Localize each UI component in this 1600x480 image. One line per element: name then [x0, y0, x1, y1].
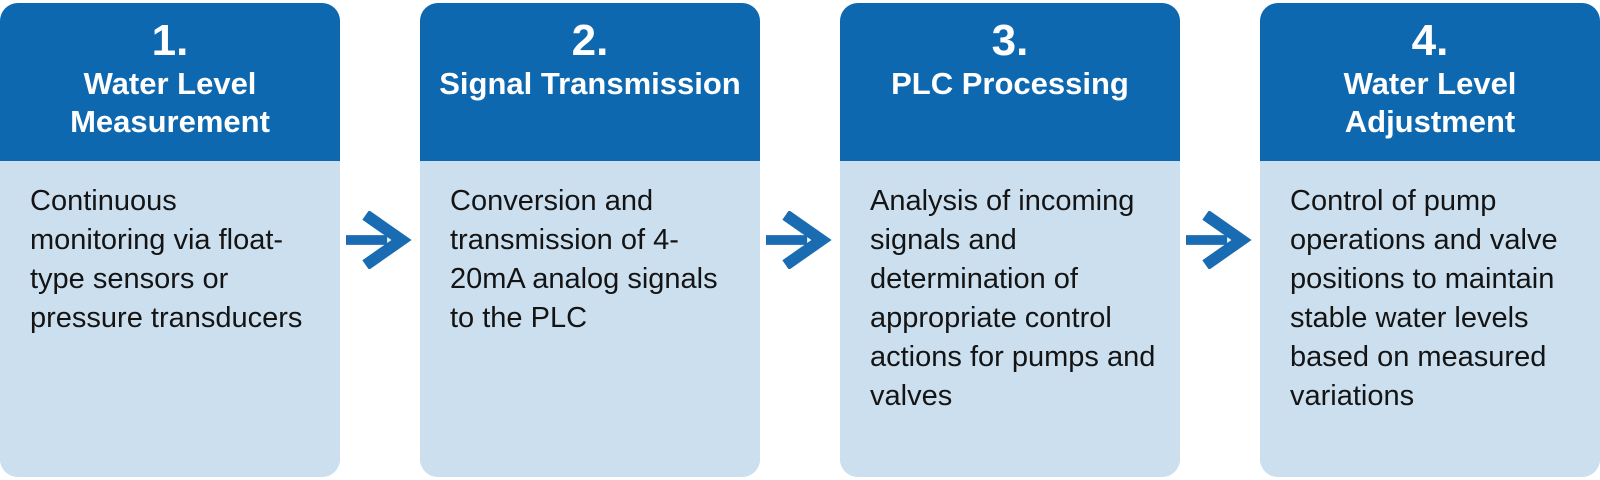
step-description: Analysis of incoming signals and determi… [870, 185, 1156, 412]
step-1-header: 1. Water Level Measurement [0, 3, 340, 161]
step-4-header: 4. Water Level Adjustment [1260, 3, 1600, 161]
step-description: Conversion and transmission of 4-20mA an… [450, 185, 718, 334]
step-title: PLC Processing [891, 66, 1129, 101]
step-card-2: 2. Signal Transmission Conversion and tr… [420, 3, 760, 477]
step-number: 2. [571, 16, 609, 65]
step-number: 4. [1411, 16, 1449, 65]
step-number: 1. [151, 16, 189, 65]
step-title: Signal Transmission [439, 66, 741, 101]
step-number: 3. [991, 16, 1029, 65]
step-3-header: 3. PLC Processing [840, 3, 1180, 161]
step-description: Continuous monitoring via float-type sen… [30, 185, 303, 334]
step-3-body: Analysis of incoming signals and determi… [840, 161, 1180, 477]
right-arrow-icon [766, 211, 832, 269]
step-2-header: 2. Signal Transmission [420, 3, 760, 161]
flow-connector-3 [1180, 3, 1260, 477]
step-title: Water Level Measurement [70, 66, 270, 139]
step-card-3: 3. PLC Processing Analysis of incoming s… [840, 3, 1180, 477]
right-arrow-icon [1186, 211, 1252, 269]
flow-connector-2 [760, 3, 840, 477]
step-2-body: Conversion and transmission of 4-20mA an… [420, 161, 760, 477]
right-arrow-icon [346, 211, 412, 269]
step-4-body: Control of pump operations and valve pos… [1260, 161, 1600, 477]
step-card-1: 1. Water Level Measurement Continuous mo… [0, 3, 340, 477]
step-card-4: 4. Water Level Adjustment Control of pum… [1260, 3, 1600, 477]
step-1-body: Continuous monitoring via float-type sen… [0, 161, 340, 477]
step-description: Control of pump operations and valve pos… [1290, 185, 1558, 412]
step-title: Water Level Adjustment [1343, 66, 1517, 139]
flow-connector-1 [340, 3, 420, 477]
